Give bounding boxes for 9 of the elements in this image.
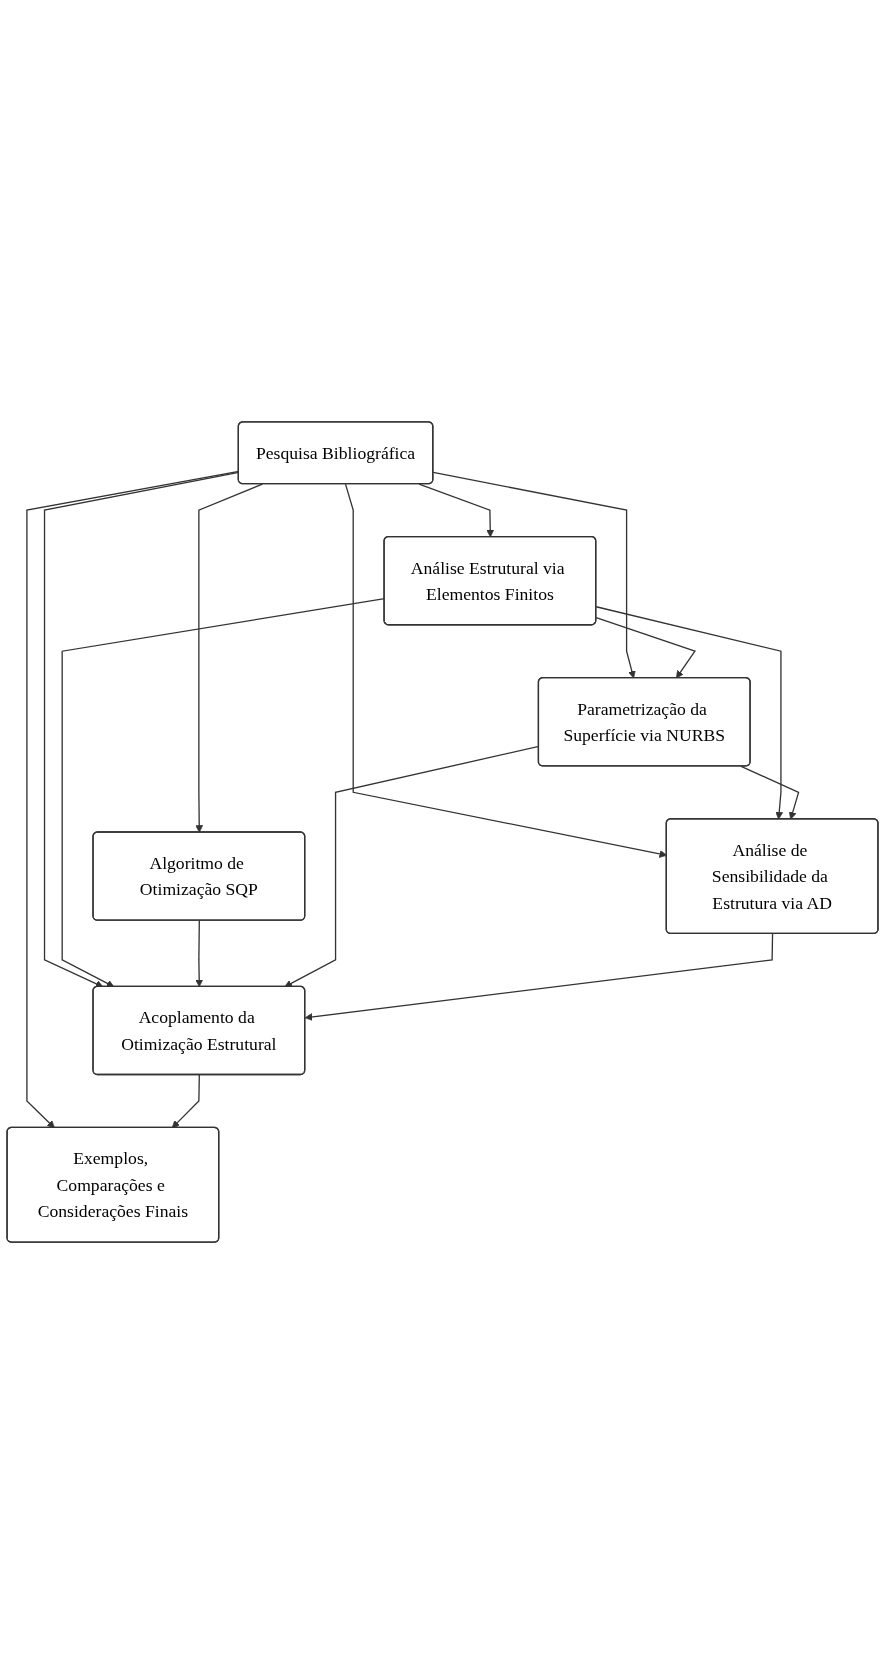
arrow	[195, 483, 264, 833]
arrow	[740, 765, 800, 820]
arrow	[595, 616, 696, 679]
arrow	[418, 483, 495, 538]
arrow	[171, 1074, 200, 1129]
arrow	[304, 933, 774, 1021]
arrow	[195, 919, 204, 988]
arrow	[432, 471, 636, 679]
arrow	[595, 606, 784, 820]
